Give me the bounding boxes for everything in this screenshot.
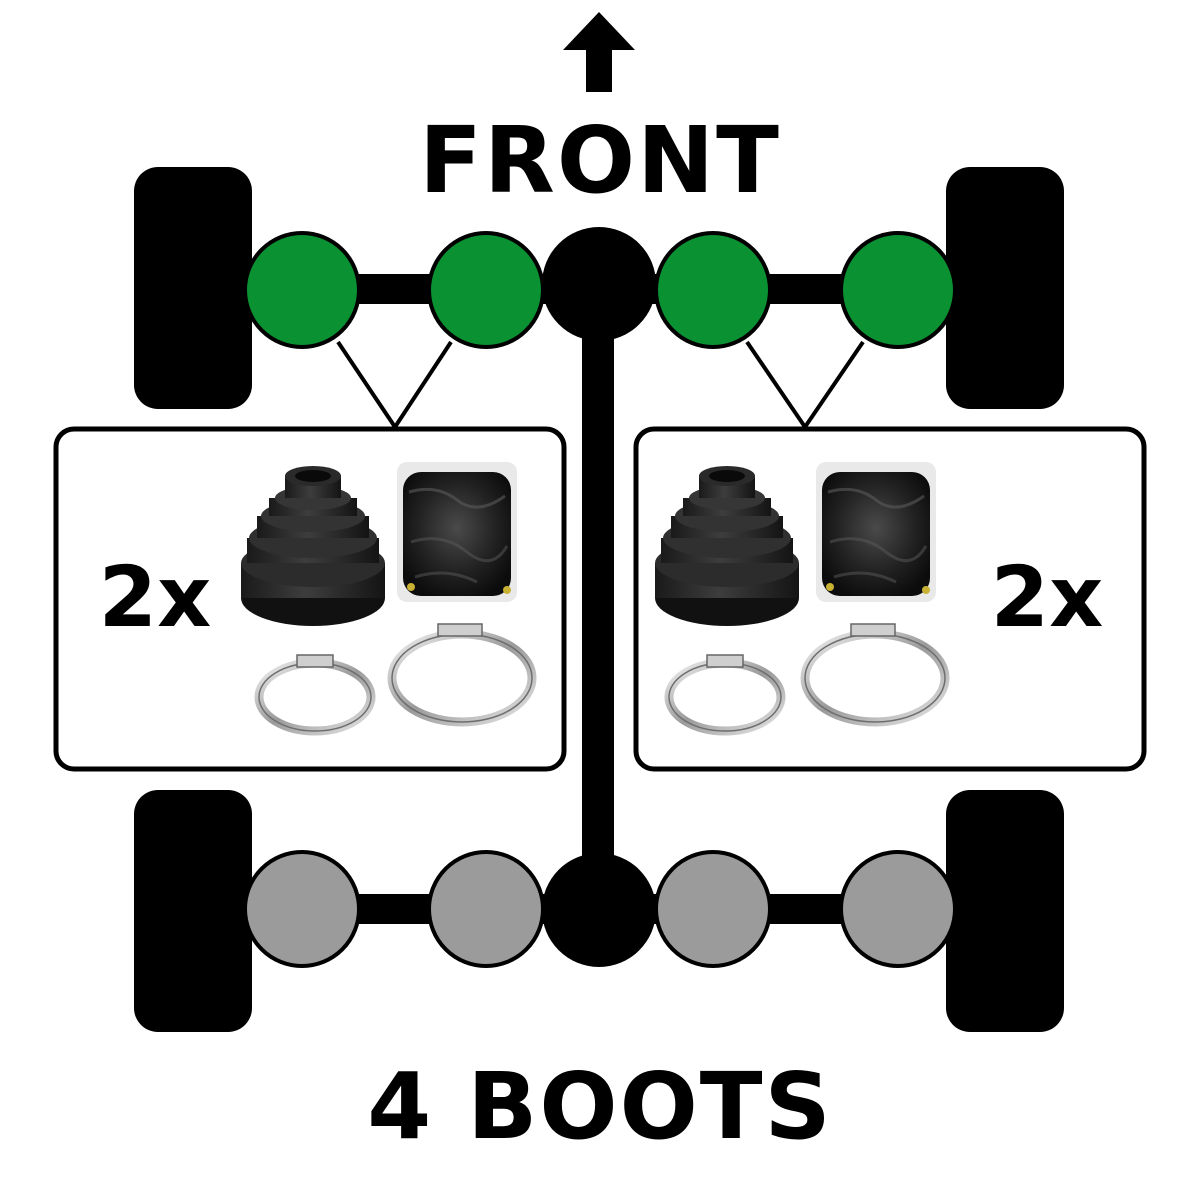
cv-joint-rear-left-inner [427, 850, 545, 968]
wheel-front-right [946, 167, 1064, 409]
cv-joint-rear-right-inner [654, 850, 772, 968]
wheel-rear-right [946, 790, 1064, 1032]
grease-pack-icon [395, 460, 519, 604]
arrow-up-icon [563, 12, 635, 92]
cv-joint-front-right-inner [654, 231, 772, 349]
kit-box-left: 2x [53, 426, 567, 772]
wheel-rear-left [134, 790, 252, 1032]
cv-joint-front-left-inner [427, 231, 545, 349]
kit-quantity-right: 2x [991, 548, 1104, 646]
wheel-front-left [134, 167, 252, 409]
total-boots-label: 4 BOOTS [367, 1053, 833, 1160]
kit-quantity-left: 2x [99, 548, 212, 646]
driveshaft [582, 290, 614, 910]
cv-joint-front-right-outer [839, 231, 957, 349]
rear-differential [542, 853, 656, 967]
kit-box-right: 2x [633, 426, 1147, 772]
callout-lines-left [336, 340, 453, 431]
cv-joint-rear-right-outer [839, 850, 957, 968]
callout-lines-right [745, 340, 865, 431]
front-label: FRONT [419, 107, 781, 214]
cv-joint-front-left-outer [243, 231, 361, 349]
cv-joint-rear-left-outer [243, 850, 361, 968]
grease-pack-icon [814, 460, 938, 604]
front-differential [542, 227, 656, 341]
